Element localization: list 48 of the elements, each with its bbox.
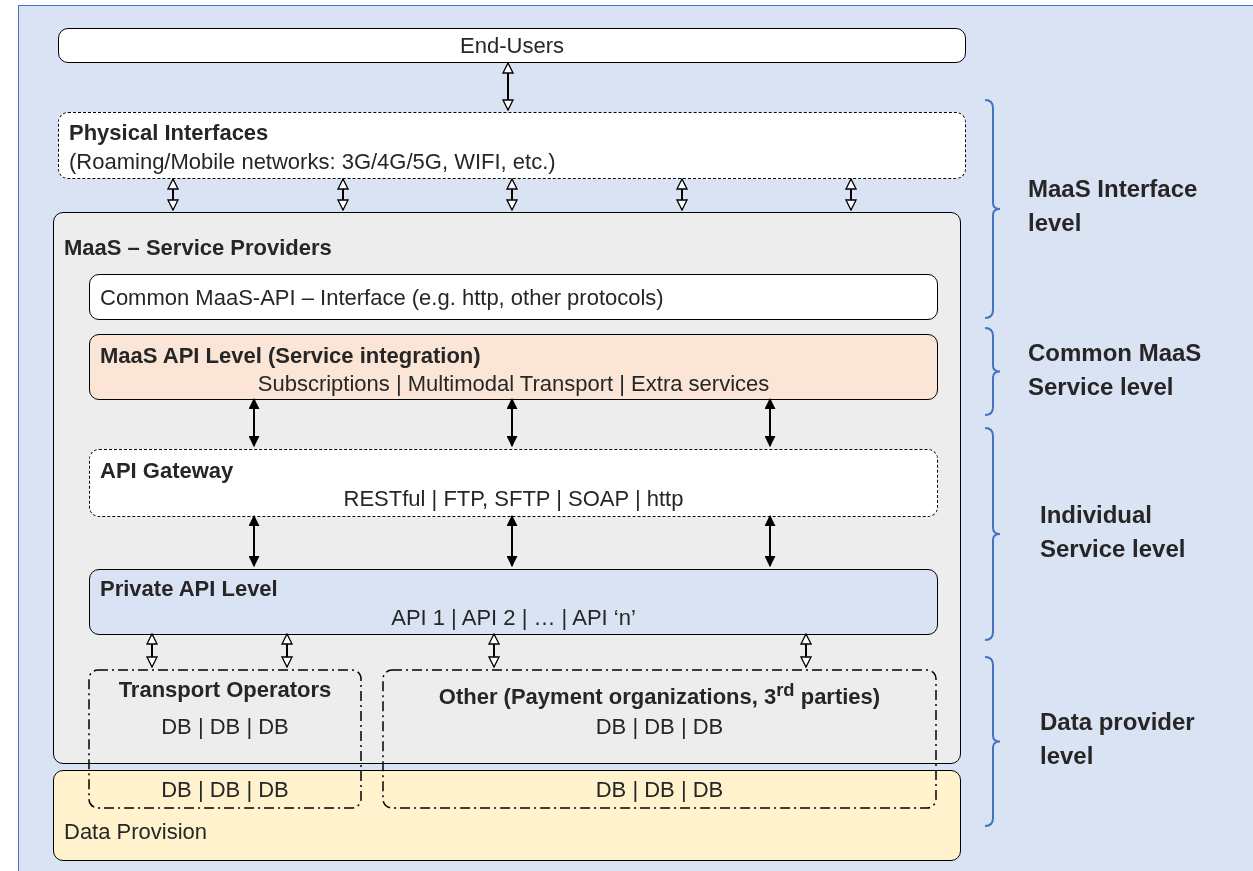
double-arrow bbox=[146, 633, 158, 668]
level-label: Common MaaS Service level bbox=[1028, 338, 1203, 402]
layer-text: (Roaming/Mobile networks: 3G/4G/5G, WIFI, etc.) bbox=[69, 149, 556, 175]
box bbox=[53, 212, 961, 764]
double-arrow bbox=[506, 178, 518, 211]
layer-box bbox=[89, 334, 938, 400]
level-label: Data provider level bbox=[1040, 707, 1196, 771]
layer-text: Common MaaS-API – Interface (e.g. http, other protocols) bbox=[100, 285, 664, 311]
layer-text: RESTful | FTP, SFTP | SOAP | http bbox=[342, 486, 685, 512]
box bbox=[53, 770, 961, 861]
layer-title: API Gateway bbox=[100, 458, 234, 484]
layer-box bbox=[58, 112, 966, 179]
layer-title: Transport Operators bbox=[117, 677, 333, 703]
box bbox=[89, 274, 938, 320]
layer-box bbox=[89, 569, 938, 635]
double-arrow bbox=[676, 178, 688, 211]
layer-text: Data Provision bbox=[64, 819, 208, 845]
double-arrow bbox=[337, 178, 349, 211]
level-label: Individual Service level bbox=[1040, 500, 1187, 564]
double-arrow bbox=[506, 514, 518, 568]
layer-box bbox=[88, 669, 362, 809]
layer-text: End-Users bbox=[459, 33, 565, 59]
double-arrow bbox=[281, 633, 293, 668]
level-label: MaaS Interface level bbox=[1028, 174, 1199, 238]
layer-title: MaaS API Level (Service integration) bbox=[100, 343, 481, 369]
layer-text: DB | DB | DB bbox=[594, 777, 725, 803]
layer-title: Physical Interfaces bbox=[69, 120, 269, 146]
layer-title: MaaS – Service Providers bbox=[64, 235, 332, 261]
layer-title: Private API Level bbox=[100, 576, 278, 602]
double-arrow bbox=[488, 633, 500, 668]
double-arrow bbox=[502, 62, 514, 111]
layer-box bbox=[382, 669, 937, 809]
layer-title: Other (Payment organizations, 3$^{rd}$ parties) bbox=[437, 678, 882, 711]
layer-text: API 1 | API 2 | … | API ‘n’ bbox=[390, 605, 637, 631]
double-arrow bbox=[506, 397, 518, 448]
box bbox=[58, 28, 966, 63]
double-arrow bbox=[248, 514, 260, 568]
double-arrow bbox=[167, 178, 179, 211]
double-arrow bbox=[764, 397, 776, 448]
layer-text: DB | DB | DB bbox=[160, 777, 290, 803]
double-arrow bbox=[800, 633, 812, 668]
double-arrow bbox=[248, 397, 260, 448]
double-arrow bbox=[845, 178, 857, 211]
layer-text: DB | DB | DB bbox=[160, 714, 290, 740]
double-arrow bbox=[764, 514, 776, 568]
layer-text: DB | DB | DB bbox=[594, 714, 725, 740]
layer-text: Subscriptions | Multimodal Transport | Extra services bbox=[256, 371, 771, 397]
layer-box bbox=[89, 449, 938, 517]
